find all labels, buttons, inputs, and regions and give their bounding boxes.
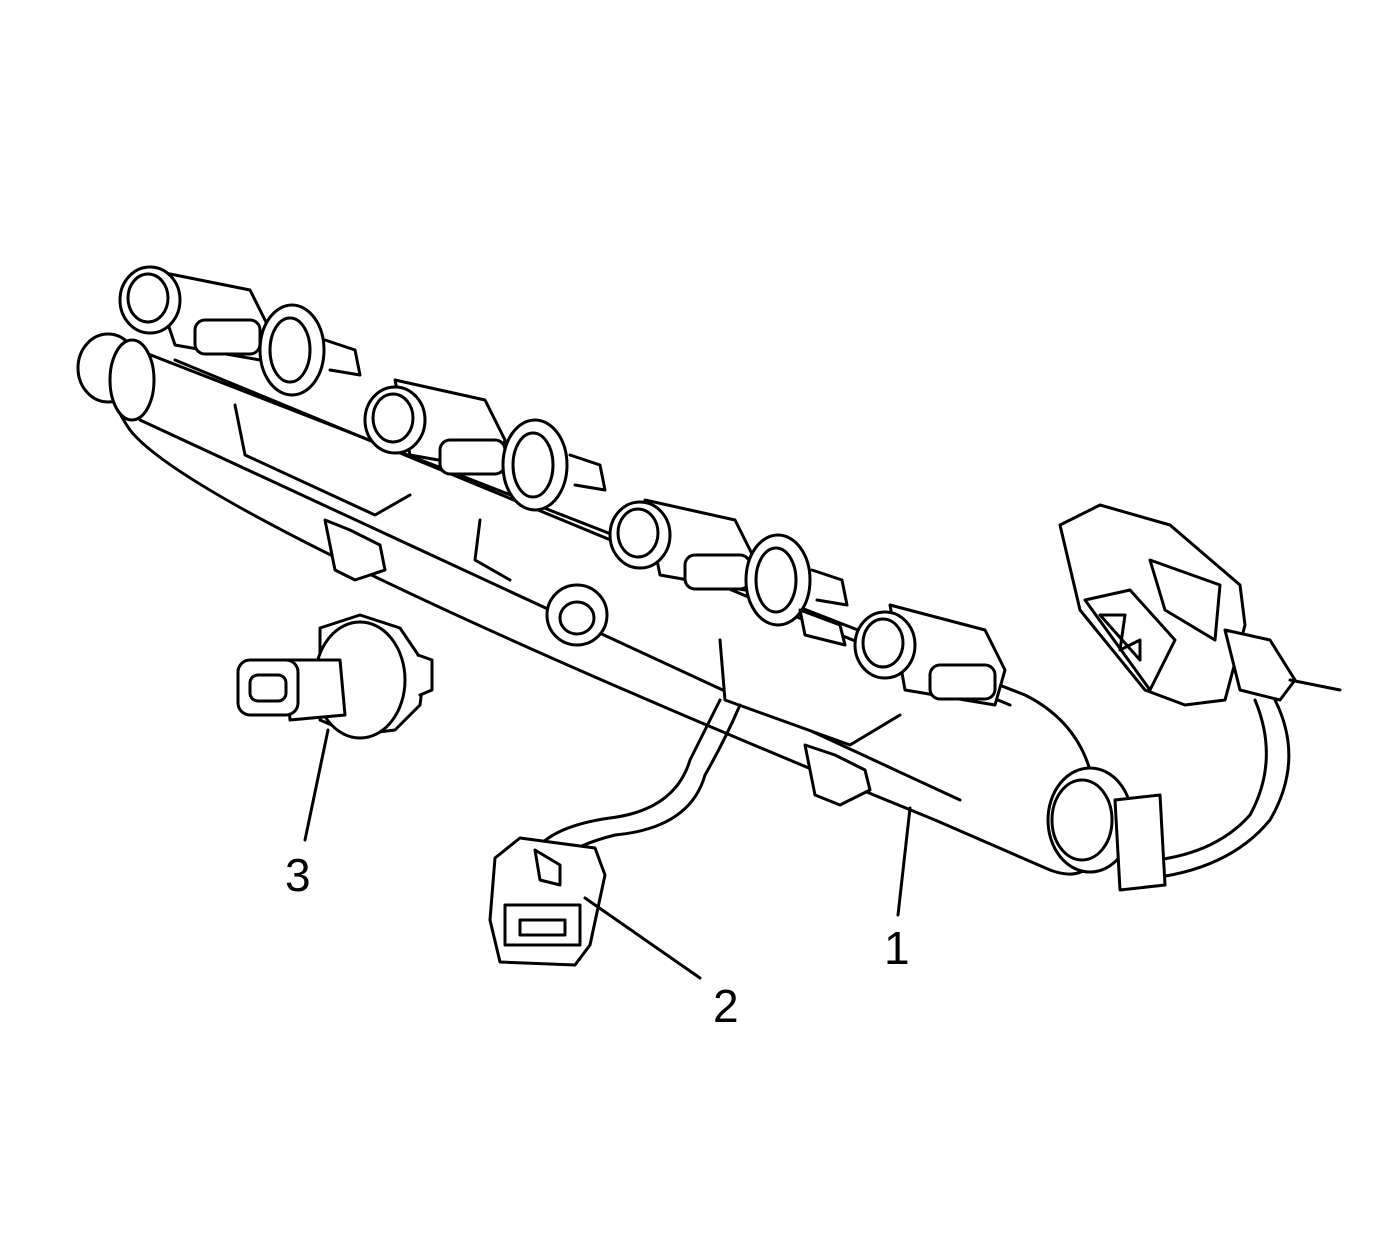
leader-line-1 [896, 806, 912, 917]
fuel-rail-tab-2 [473, 518, 512, 582]
callout-3: 3 [285, 849, 311, 901]
fuel-rail-tab-1 [233, 403, 412, 517]
leader-line-2 [583, 896, 702, 980]
fuel-rail-boss-inner [558, 600, 596, 636]
pigtail-branch [538, 698, 722, 847]
main-connector-latch [1098, 613, 1142, 662]
pressure-sensor [236, 613, 434, 740]
injector-connector-1 [118, 265, 362, 397]
harness-wire-tail [1288, 678, 1342, 692]
pigtail-harness [538, 698, 742, 862]
callout-1: 1 [884, 922, 910, 974]
harness-connector-slot [518, 918, 567, 937]
harness-wire-loop-inner [1128, 698, 1268, 864]
main-harness-connector [1058, 503, 1297, 707]
injector-connector-2 [363, 378, 607, 512]
harness-wire-loop-outer [1128, 698, 1291, 882]
main-connector-clip [1223, 628, 1297, 702]
injector-connector-3 [608, 498, 849, 627]
leader-line-3 [303, 728, 330, 842]
sensor-tip [416, 653, 434, 697]
injector-connector-4 [798, 603, 1007, 707]
harness-connector [488, 836, 607, 967]
mounting-clip-2 [803, 743, 872, 807]
main-connector-cover [1148, 558, 1222, 642]
callout-2: 2 [713, 980, 739, 1032]
fuel-rail-left-cap-inner [108, 338, 156, 422]
mounting-clip-1 [323, 518, 387, 582]
harness-connector-latch [533, 848, 562, 887]
fuel-rail [76, 332, 1134, 876]
pigtail-branch-2 [558, 703, 742, 862]
harness-band [1113, 793, 1167, 892]
fuel-rail-tab-3 [718, 638, 902, 747]
fuel-rail-right-cap-inner [1050, 778, 1114, 862]
sensor-connector-inner [248, 673, 288, 703]
